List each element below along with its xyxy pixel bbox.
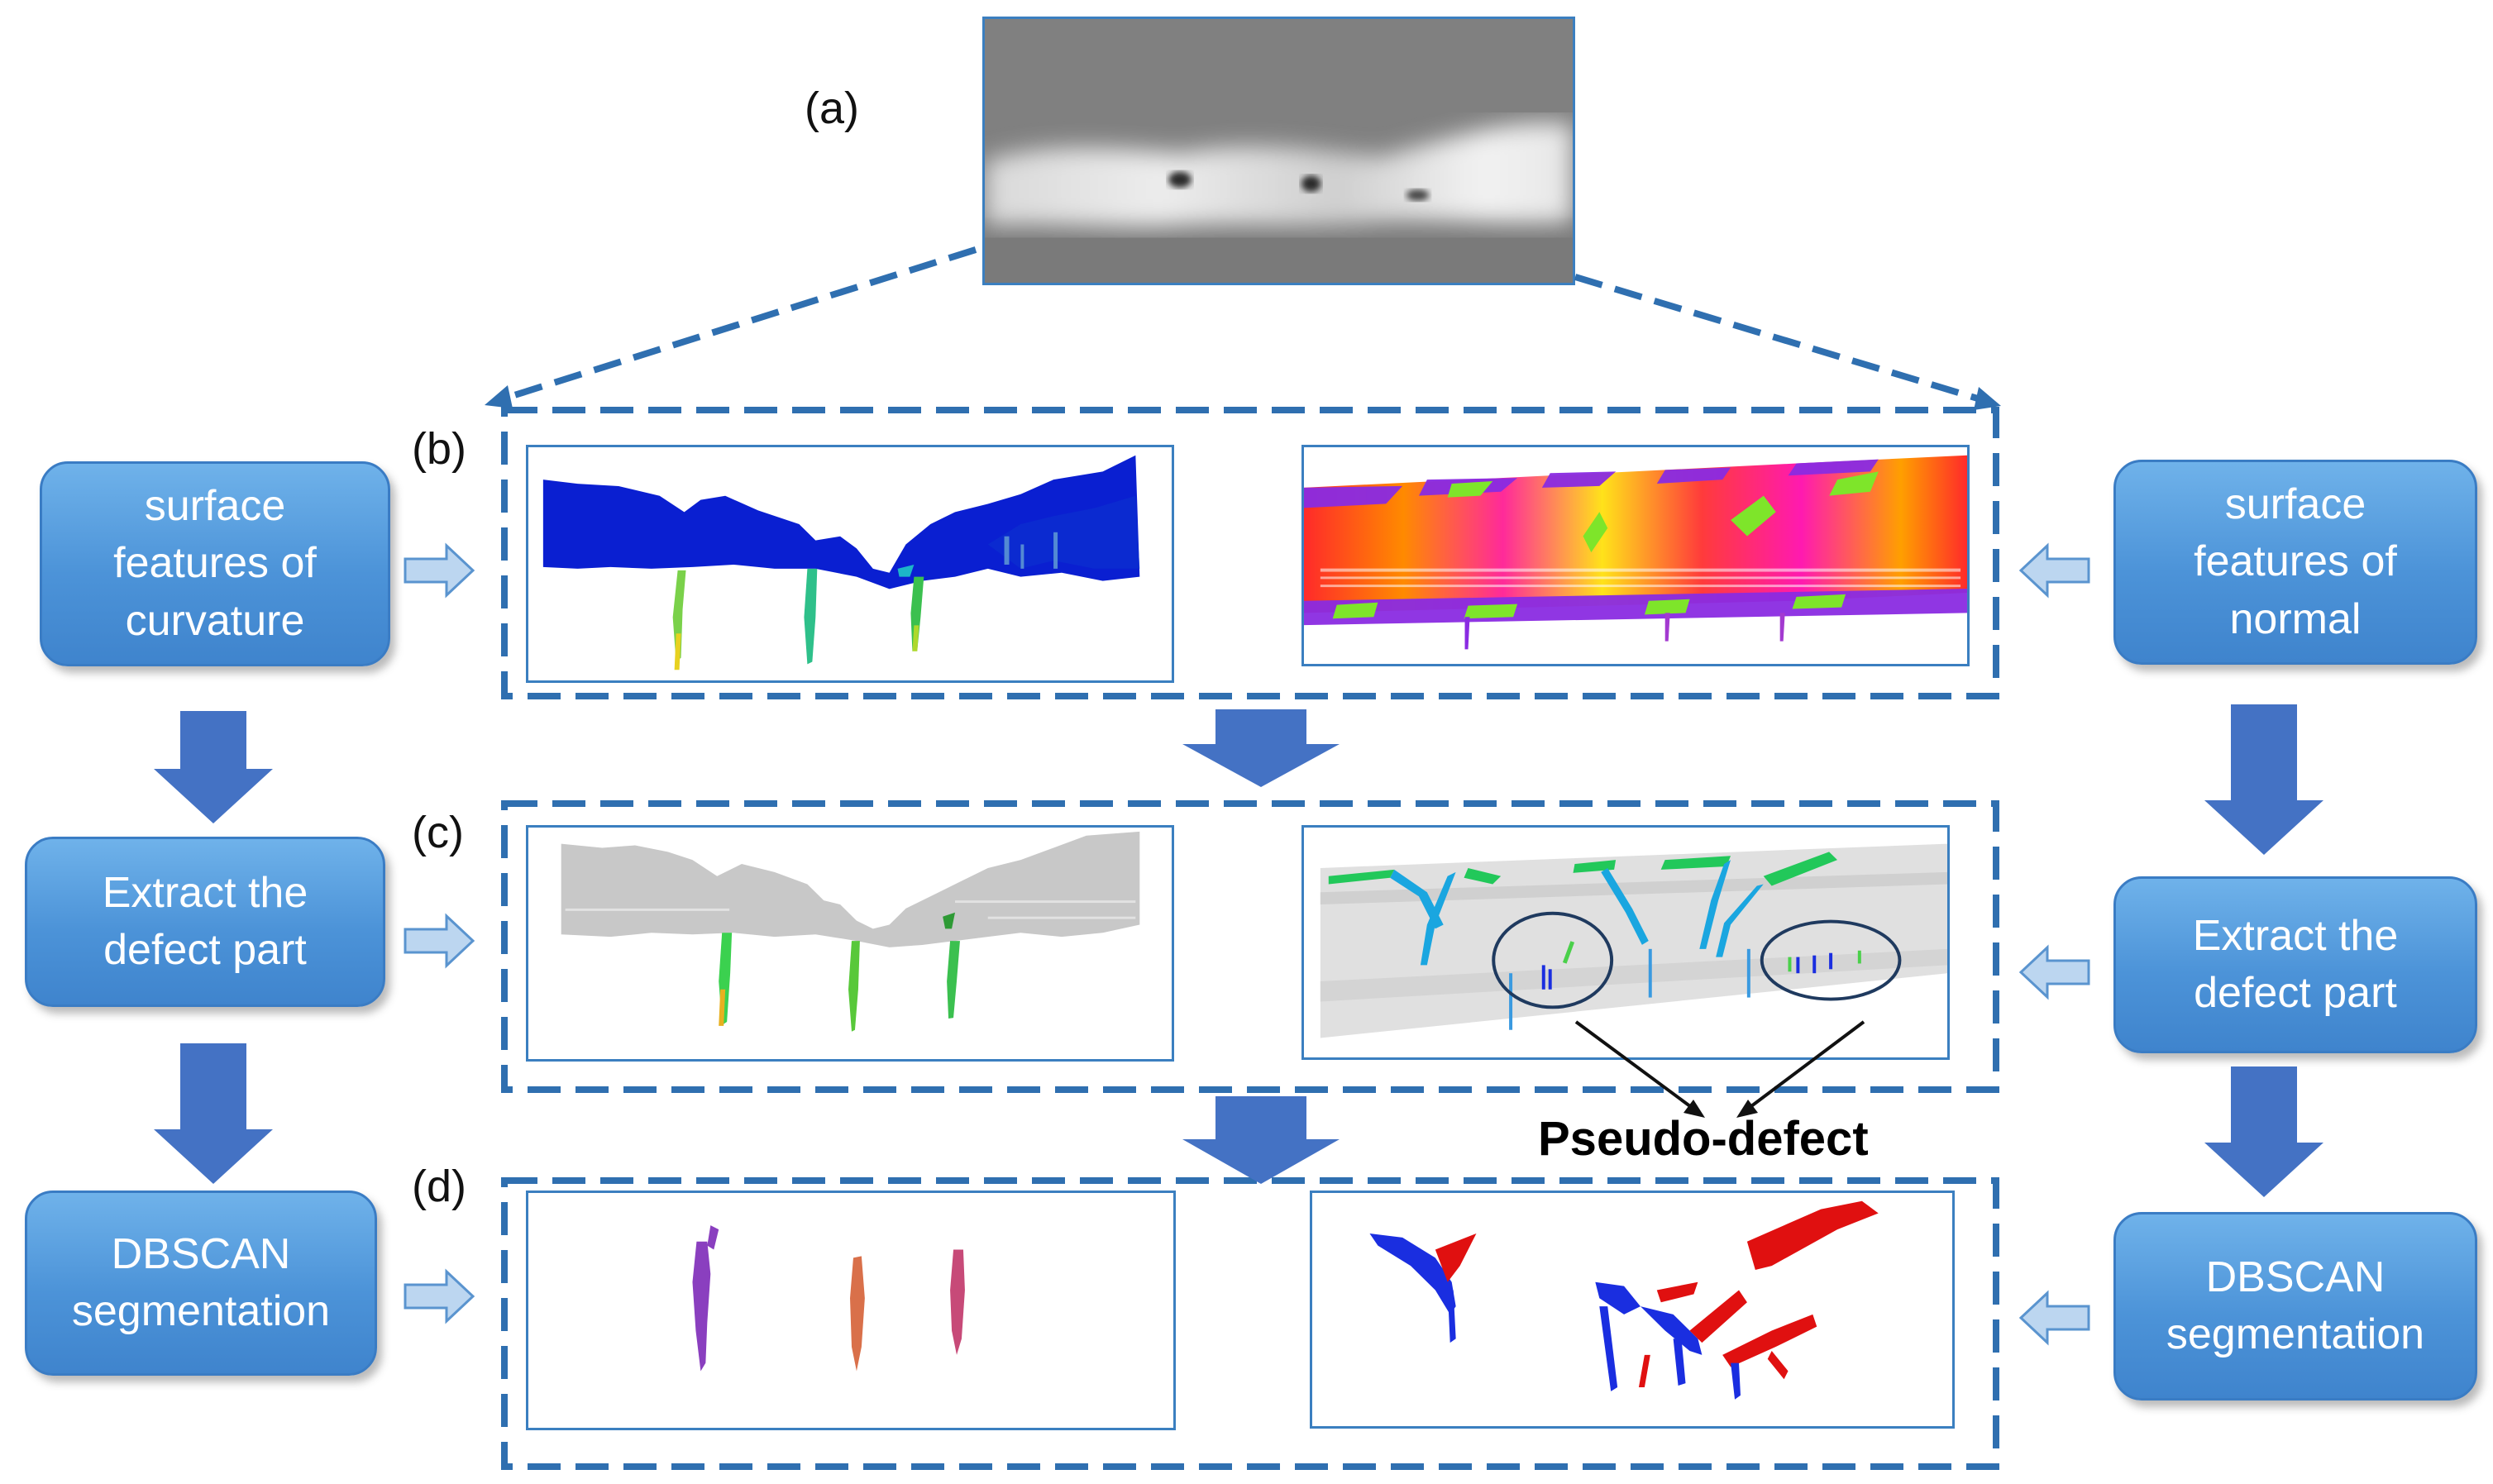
curvature-cloud [542,455,1140,670]
dbscan-normal-panel [1310,1191,1955,1429]
right-box-extract: Extract the defect part [2113,876,2477,1053]
arrow-left-b [2018,542,2090,599]
left-box-dbscan: DBSCAN segmentation [25,1191,377,1376]
label-a: (a) [805,84,859,133]
arrow-down-right-1 [2204,704,2323,855]
arrow-down-center-2 [1182,1096,1340,1184]
extracted-curvature [561,831,1140,1032]
zoom-line-left [494,246,977,404]
arrow-down-left-1 [154,711,273,823]
label-d: (d) [412,1162,466,1211]
arrow-left-d [2018,1290,2090,1346]
zoom-line-right [1574,274,1990,405]
zoom-arrowhead-left [485,385,513,408]
dbscan-curvature [692,1225,965,1372]
zoom-arrowhead-right [1974,387,2001,410]
extracted-curvature-panel [526,825,1174,1062]
label-c: (c) [412,808,464,857]
arrow-down-center-1 [1182,709,1340,787]
curvature-cloud-panel [526,445,1174,683]
arrow-down-right-2 [2204,1066,2323,1197]
dbscan-normal [1369,1200,1879,1400]
left-box-curvature: surface features of curvature [40,461,390,666]
label-b: (b) [412,424,466,474]
normal-cloud-panel [1301,445,1970,666]
arrow-right-d [404,1268,475,1324]
pseudo-defect-label: Pseudo-defect [1538,1112,1869,1166]
dbscan-curvature-panel [526,1191,1176,1430]
arrow-down-left-2 [154,1043,273,1184]
arrow-right-c [404,913,475,969]
depth-image-panel [982,17,1575,285]
depth-image [985,19,1573,283]
right-box-dbscan: DBSCAN segmentation [2113,1212,2477,1400]
right-box-normal: surface features of normal [2113,460,2477,665]
arrow-left-c [2018,944,2090,1000]
left-box-extract: Extract the defect part [25,837,385,1007]
extracted-normal-panel [1301,825,1950,1060]
extracted-normal [1320,843,1947,1038]
normal-cloud [1304,455,1967,650]
arrow-right-b [404,542,475,599]
